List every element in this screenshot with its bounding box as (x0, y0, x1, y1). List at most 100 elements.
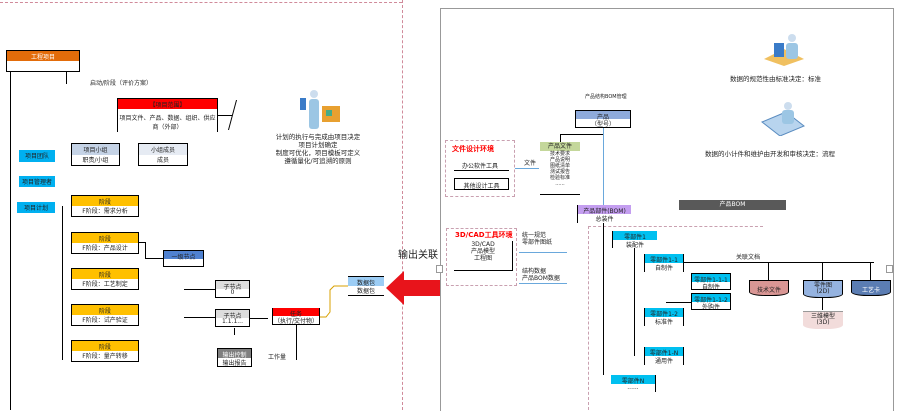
part-title: 零部件1-2 (645, 308, 683, 318)
manager-node[interactable]: 项目管理者 (19, 176, 55, 187)
part-body: ...... (627, 383, 639, 391)
part-title: 零部件1-1 (645, 254, 683, 264)
member-title: 小组成员 (139, 144, 187, 155)
assembly-node[interactable]: 产品部件(BOM)总装件 (577, 205, 631, 223)
cad-line: 工程图 (473, 255, 492, 262)
root-note: 启动/阶段（评价方案） (90, 80, 153, 87)
team-node[interactable]: 项目团队 (19, 150, 55, 162)
task-title: 任务 (273, 308, 319, 318)
part-body: 自制件 (701, 283, 720, 291)
member-node[interactable]: 小组成员成员 (138, 143, 188, 166)
group-node[interactable]: 项目小组职责/小组 (71, 143, 120, 166)
doc-process-card[interactable]: 工艺卡 (851, 280, 891, 296)
cad-env-group (446, 228, 517, 286)
left-note: 计划的执行与完成由项目决定项目计划确定制度可优化，项目模板可定义遵循量化/可追溯… (262, 133, 374, 165)
divider (454, 170, 509, 171)
resize-handle[interactable] (436, 265, 443, 273)
doc-env-item[interactable]: 办公软件工具 (462, 163, 499, 170)
doc-env-title: 文件设计环境 (452, 145, 494, 153)
root-node[interactable]: 工程项目 (6, 50, 80, 72)
part-title: 零部件1-1-1 (692, 274, 730, 284)
stage-title: 阶段 (72, 196, 138, 206)
connector (250, 318, 268, 319)
connector (634, 248, 635, 356)
doc-title: 三维模型 (810, 313, 835, 320)
connector (870, 262, 871, 280)
bom-group (588, 226, 763, 410)
person-icon (300, 90, 340, 129)
child-body: 0 (230, 289, 235, 296)
connector (66, 72, 67, 84)
scope-node[interactable]: 【项目范围】项目文件、产品、数据、组织、供应商（外部） (117, 98, 218, 132)
connector (822, 297, 823, 310)
data-package-node[interactable]: 数据包数据包 (348, 276, 384, 296)
doc-env-item[interactable]: 其他设计工具 (454, 178, 509, 190)
bom-bar[interactable]: 产品BOM (679, 200, 786, 210)
package-title: 数据包 (348, 277, 384, 287)
product-body: （型号） (590, 121, 615, 128)
child-title: 子节点 (216, 310, 249, 320)
connector (603, 223, 604, 375)
label-line: 产品BOM数据 (522, 275, 560, 282)
level1-node[interactable]: 一级节点 (163, 250, 204, 267)
connector (62, 206, 63, 360)
right-page (440, 8, 894, 411)
doc-sub: (3D) (816, 319, 830, 326)
arrow-connector (515, 168, 539, 169)
doc-env-group (445, 140, 515, 197)
connector (184, 317, 215, 318)
doc-technical-file[interactable]: 技术文件 (749, 280, 789, 296)
resize-handle[interactable] (886, 265, 893, 273)
stage-title: 阶段 (72, 269, 138, 279)
connector (560, 134, 603, 135)
doc-3d-model[interactable]: 三维模型(3D) (803, 311, 843, 329)
plan-node[interactable]: 项目计划 (17, 202, 55, 213)
connector (296, 325, 297, 360)
connector (234, 328, 235, 335)
cad-line: 产品模型 (470, 248, 495, 255)
label-line: 结构数据 (522, 268, 547, 275)
member-body: 成员 (156, 156, 169, 164)
output-control-node[interactable]: 输出控制输出报告 (217, 348, 252, 367)
product-docs-title: 产品文件 (540, 142, 580, 151)
output-control-title: 输出控制 (218, 349, 251, 359)
part-node[interactable]: 零部件N...... (611, 375, 656, 392)
connector (560, 134, 561, 142)
stage-body: F阶段：量产转移 (82, 353, 128, 360)
stage-node[interactable]: 阶段 F阶段：量产转移 (71, 340, 139, 362)
arrow-label: 结构数据产品BOM数据 (522, 268, 560, 282)
doc-sub: (2D) (816, 288, 830, 295)
part-title: 零部件1 (613, 231, 657, 241)
scope-body: 项目文件、产品、数据、组织、供应商（外部） (119, 115, 216, 131)
connector (603, 128, 604, 205)
stage-title: 阶段 (72, 341, 138, 351)
part-body: 外购件 (701, 303, 720, 311)
note-line: 计划的执行与完成由项目决定 (275, 133, 361, 141)
arrow-label: 统一规范零部件图纸 (522, 232, 552, 246)
doc-part-drawing[interactable]: 零件图(2D) (803, 280, 843, 298)
connector (684, 262, 874, 263)
product-docs-node[interactable]: 产品文件 技术要求产品说明图纸清单测试报告检验标准...... (540, 142, 580, 195)
doc-item: ...... (555, 181, 565, 187)
stage-title: 阶段 (72, 233, 138, 243)
big-arrow-icon (386, 271, 440, 305)
connector (10, 72, 11, 410)
product-node[interactable]: 产品（型号） (575, 110, 631, 128)
task-node[interactable]: 任务（执行/交付物） (272, 308, 320, 325)
level1-title: 一级节点 (164, 251, 203, 261)
orange-connector (320, 285, 348, 318)
page-divider (402, 0, 403, 410)
